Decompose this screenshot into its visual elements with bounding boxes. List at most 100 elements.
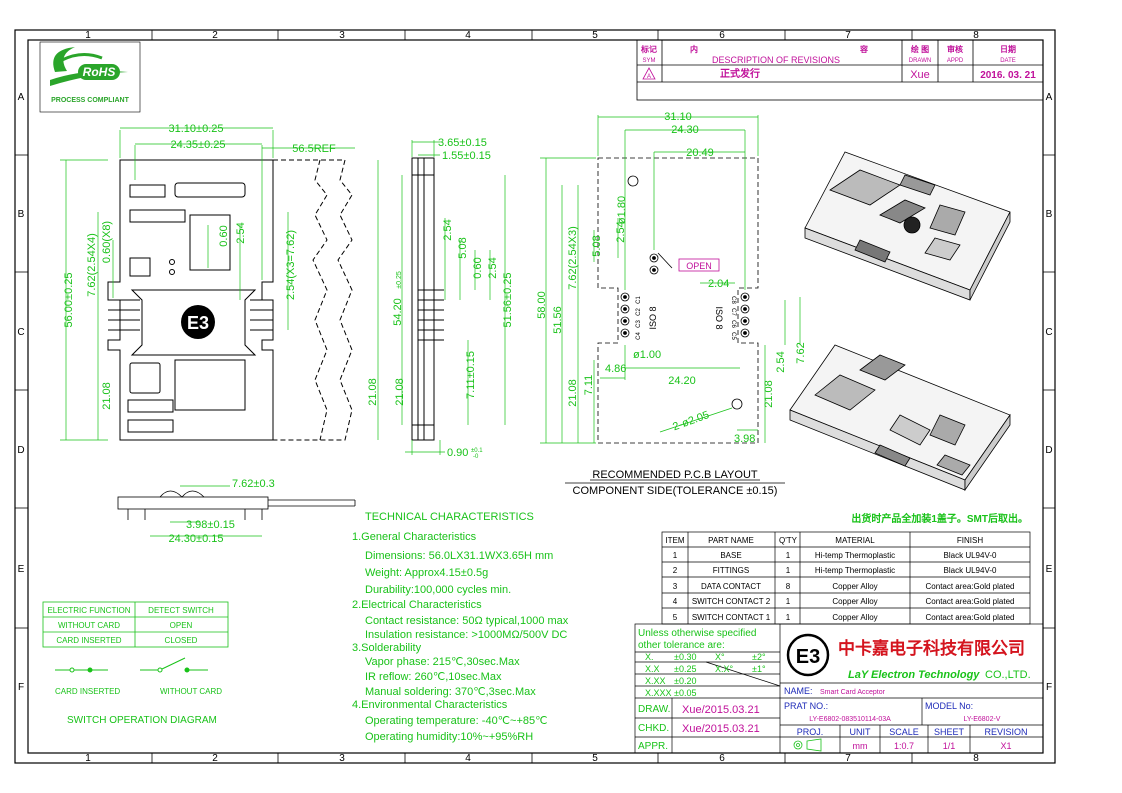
dim-label: 24.30	[671, 124, 699, 136]
dim-label: 31.10	[664, 111, 692, 123]
row-label: A	[1046, 92, 1053, 103]
tech-line: Dimensions: 56.0LX31.1WX3.65H mm	[365, 550, 553, 562]
company-name-en: LaY Electron Technology	[848, 669, 980, 681]
rev-head-drawn-en: DRAWN	[909, 58, 931, 64]
rev-head-appd-en: APPD	[947, 58, 964, 64]
bom-cell: 8	[786, 582, 791, 591]
rev-head-sym-en: SYM	[642, 58, 655, 64]
dim-label: 21.08	[394, 378, 406, 406]
col-label: 7	[845, 30, 851, 41]
dim-label: 2-ø2.05	[671, 409, 711, 433]
bom-cell: FITTINGS	[713, 566, 749, 575]
pin-label: C6	[730, 320, 736, 328]
tech-line: Durability:100,000 cycles min.	[365, 584, 511, 596]
rev-row-drawn: Xue	[910, 69, 930, 81]
dim-label: ±0.25	[396, 271, 403, 289]
assembly-note: 出货时产品全加装1盖子。SMT后取出。	[851, 512, 1028, 525]
part-value: LY-E6802-083510114-03A	[809, 716, 891, 723]
col-label: 7	[845, 753, 851, 764]
col-label: 4	[465, 753, 471, 764]
top-view-dims	[60, 127, 379, 441]
col-label: 5	[592, 753, 598, 764]
tol-value: ±0.20	[674, 676, 696, 686]
tol-label: X.XXX	[645, 688, 672, 698]
col-label: 5	[592, 30, 598, 41]
switch-diagram	[55, 657, 208, 673]
tol-label: X.XX	[645, 676, 666, 686]
revision-triangle-icon	[642, 67, 656, 80]
row-label: E	[18, 564, 25, 575]
row-label: E	[1046, 564, 1053, 575]
dim-label: 3.98	[734, 433, 755, 445]
pin-label: C2	[636, 308, 642, 316]
dim-label: 7.62	[795, 342, 807, 363]
title-block	[634, 623, 1044, 754]
company-name-cn: 中卡嘉电子科技有限公司	[838, 638, 1025, 658]
proj-label: PROJ.	[797, 727, 824, 737]
dim-label: 2.54	[775, 351, 787, 372]
tol-label: X.X°	[715, 664, 734, 674]
dim-label: 56.00±0.25	[63, 273, 75, 328]
row-label: C	[1045, 327, 1052, 338]
switch-table-cell: OPEN	[170, 621, 193, 630]
pin-label: C3	[636, 320, 642, 328]
iso-view-top	[804, 151, 1011, 301]
bom-cell: Copper Alloy	[832, 597, 877, 606]
pin-label: C8	[730, 296, 736, 304]
company-logo: E3	[796, 646, 820, 668]
dim-label: 7.62±0.3	[232, 478, 275, 490]
rev-head-desc-en: DESCRIPTION OF REVISIONS	[712, 55, 840, 65]
col-label: 1	[85, 30, 91, 41]
bom-cell: 5	[673, 613, 678, 622]
svg-text:E3: E3	[187, 313, 209, 333]
open-label: OPEN	[686, 261, 712, 271]
bom-table	[661, 531, 1031, 625]
company-logo-icon	[786, 633, 830, 677]
dim-label: 2.54	[442, 219, 454, 240]
dim-label: 21.08	[367, 378, 379, 406]
row-label: D	[17, 445, 24, 456]
tol-value: ±0.25	[674, 664, 696, 674]
dim-label: 3.65±0.15	[438, 137, 487, 149]
tol-label: X°	[715, 652, 725, 662]
row-label: D	[1045, 445, 1052, 456]
col-label: 4	[465, 30, 471, 41]
tol-value: ±2°	[752, 652, 766, 662]
col-label: 2	[212, 753, 218, 764]
bom-cell: 1	[786, 597, 791, 606]
bom-cell: 1	[673, 551, 678, 560]
tech-line: Operating humidity:10%~+95%RH	[365, 731, 533, 743]
unit-value: mm	[853, 741, 868, 751]
tech-characteristics: TECHNICAL CHARACTERISTICS 1.General Char…	[352, 511, 569, 743]
tech-line: Weight: Approx4.15±0.5g	[365, 567, 488, 579]
tol-value: ±0.30	[674, 652, 696, 662]
dim-label: 0.60	[472, 257, 484, 278]
name-label: NAME:	[784, 686, 813, 696]
tol-label: X.X	[645, 664, 660, 674]
bom-cell: Hi-temp Thermoplastic	[815, 551, 895, 560]
bom-cell: Contact area:Gold plated	[926, 613, 1015, 622]
bom-cell: Contact area:Gold plated	[926, 582, 1015, 591]
part-label: PRAT NO.:	[784, 701, 828, 711]
bom-cell: 1	[786, 613, 791, 622]
dim-label: 20.49	[686, 147, 714, 159]
dim-label: 7.11±0.15	[465, 351, 477, 399]
dim-label: 2.04	[708, 278, 729, 290]
side-view-dims	[401, 140, 506, 455]
bom-cell: Copper Alloy	[832, 582, 877, 591]
rev-head-appd-cn: 审核	[947, 44, 963, 54]
chkd-label: CHKD.	[638, 723, 669, 734]
row-label: F	[18, 682, 24, 693]
dim-label: 24.30±0.15	[169, 533, 224, 545]
bom-cell: 1	[786, 551, 791, 560]
tech-line: Manual soldering: 370℃,3sec.Max	[365, 686, 536, 698]
border-frame	[14, 29, 1056, 764]
tol-value: ±0.05	[674, 688, 696, 698]
pin-label: C1	[636, 296, 642, 304]
pin-label: C5	[730, 332, 736, 340]
switch-table-cell: ELECTRIC FUNCTION	[47, 606, 130, 615]
company-block: E3 中卡嘉电子科技有限公司 LaY Electron Technology C…	[786, 633, 1031, 681]
pcb-layout	[597, 157, 759, 444]
tech-line: 3.Solderability	[352, 642, 422, 654]
rohs-mark: RoHS	[83, 65, 116, 79]
